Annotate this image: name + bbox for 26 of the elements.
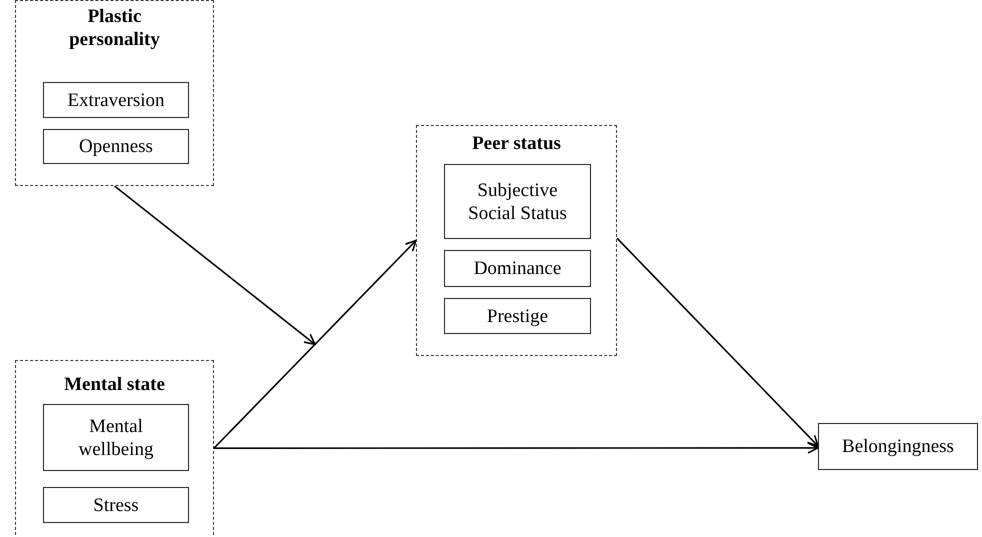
variable-box [43, 82, 189, 118]
group-box [416, 125, 617, 356]
group-box [15, 360, 214, 537]
variable-box [818, 423, 978, 470]
variable-label: Subjective Social Status [467, 178, 568, 224]
group-heading: Peer status [471, 132, 562, 155]
variable-box [43, 487, 189, 523]
variable-label: Mental wellbeing [78, 414, 154, 460]
arrow [214, 442, 819, 454]
variable-label: Dominance [472, 257, 562, 280]
variable-label: Stress [92, 494, 140, 516]
variable-label: Prestige [486, 304, 550, 328]
variable-label: Extraversion [66, 88, 166, 112]
group-heading: Mental state [63, 373, 166, 396]
variable-box [43, 404, 189, 471]
variable-box [43, 129, 189, 164]
variable-box [444, 298, 591, 334]
variable-label: Openness [78, 135, 154, 158]
arrow [616, 238, 819, 447]
group-heading: Plastic personality [68, 5, 161, 51]
variable-box [444, 250, 591, 287]
group-box [15, 0, 214, 186]
variable-label: Belongingness [841, 435, 955, 458]
variable-box [444, 164, 591, 239]
arrow [114, 185, 316, 346]
arrow [213, 240, 417, 449]
